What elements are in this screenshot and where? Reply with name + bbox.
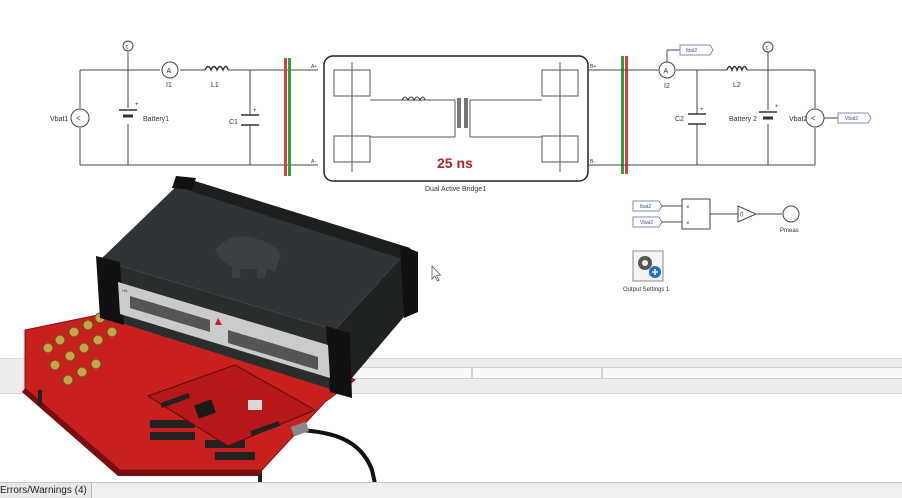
left-subcircuit (79, 52, 318, 166)
right-subcircuit (588, 49, 838, 166)
inductor-l1[interactable]: L1 (204, 65, 229, 90)
svg-text:×: × (686, 205, 690, 211)
ammeter-i2[interactable]: A I2 (658, 61, 676, 90)
sim-timer-readout: 25 ns (437, 155, 473, 171)
vbat2-label: Vbat2 (789, 116, 807, 123)
tag-vbat2-label: Vbat2 (845, 116, 858, 122)
svg-text:HIL: HIL (122, 288, 129, 293)
errors-warnings-label: Errors/Warnings (4) (0, 485, 87, 496)
tag-vbat2[interactable]: Vbat2 (837, 112, 872, 124)
capacitor-c1[interactable]: + C1 (229, 108, 259, 126)
inductor-l1-label: L1 (211, 82, 219, 89)
port-a-plus: A+ (311, 64, 317, 70)
left-const-label: c (126, 45, 129, 51)
usb-cable (299, 428, 380, 497)
svg-text:×: × (686, 221, 690, 227)
tag-ibat2-label: Ibat2 (686, 48, 697, 54)
inductor-l2-label: L2 (733, 82, 741, 89)
capacitor-c1-label: C1 (229, 119, 238, 126)
right-port-bus (621, 56, 628, 174)
tag-ibat2-b[interactable]: Ibat2 (632, 200, 663, 212)
vbat1-label: Vbat1 (50, 116, 68, 123)
svg-text:<: < (811, 114, 816, 123)
product-block[interactable]: × × (681, 198, 711, 230)
inductor-l2[interactable]: L2 (726, 65, 748, 90)
svg-text:<: < (76, 114, 81, 123)
port-b-minus: B- (590, 159, 595, 165)
c2-plus: + (700, 107, 704, 113)
gain-value: 0 (740, 213, 744, 219)
left-const[interactable]: c (122, 40, 134, 52)
right-const-label: c (766, 46, 769, 52)
ammeter-i1-symbol: A (167, 68, 172, 75)
battery2-label: Battery 2 (729, 116, 757, 123)
port-b-plus: B+ (590, 64, 596, 70)
tag-ibat2[interactable]: Ibat2 (679, 44, 714, 56)
vbat1-source[interactable]: < Vbat1 (50, 108, 90, 128)
c1-plus: + (253, 108, 257, 114)
ammeter-i2-symbol: A (664, 68, 669, 75)
battery2[interactable]: + Battery 2 (729, 104, 779, 123)
capacitor-c2-label: C2 (675, 116, 684, 123)
errors-warnings-tab[interactable]: Errors/Warnings (4) (0, 483, 92, 498)
pmeas-label: Pmeas (780, 228, 799, 234)
tag-vbat2b-label: Vbat2 (640, 220, 653, 226)
gain-block[interactable]: 0 (737, 205, 758, 223)
battery1-label: Battery1 (143, 116, 169, 123)
tag-ibat2b-label: Ibat2 (640, 204, 651, 210)
vbat2-source[interactable]: < Vbat2 (789, 108, 825, 128)
ammeter-i1-label: I1 (166, 82, 172, 89)
dual-active-bridge-block[interactable] (323, 55, 589, 182)
output-settings-label: Output Settings 1 (623, 287, 670, 293)
ammeter-i1[interactable]: A I1 (161, 61, 179, 89)
capacitor-c2[interactable]: + C2 (675, 107, 706, 125)
gear-icon (638, 256, 661, 278)
battery1-plus: + (135, 102, 139, 108)
ammeter-i2-label: I2 (664, 83, 670, 90)
port-a-minus: A- (311, 159, 316, 165)
hil-device: HIL (96, 176, 418, 398)
left-port-bus (284, 58, 291, 176)
status-bar: Errors/Warnings (4) (0, 482, 902, 498)
right-const[interactable]: c (762, 41, 774, 53)
dab-label: Dual Active Bridge1 (425, 186, 486, 193)
output-settings-block[interactable]: Output Settings 1 (623, 250, 670, 293)
battery1[interactable]: + Battery1 (119, 102, 169, 123)
battery2-plus: + (775, 104, 779, 110)
mouse-cursor-icon (431, 264, 442, 282)
controller-board (146, 364, 317, 447)
tag-vbat2-b[interactable]: Vbat2 (632, 216, 663, 228)
pmeas-probe[interactable]: Pmeas (780, 205, 800, 234)
